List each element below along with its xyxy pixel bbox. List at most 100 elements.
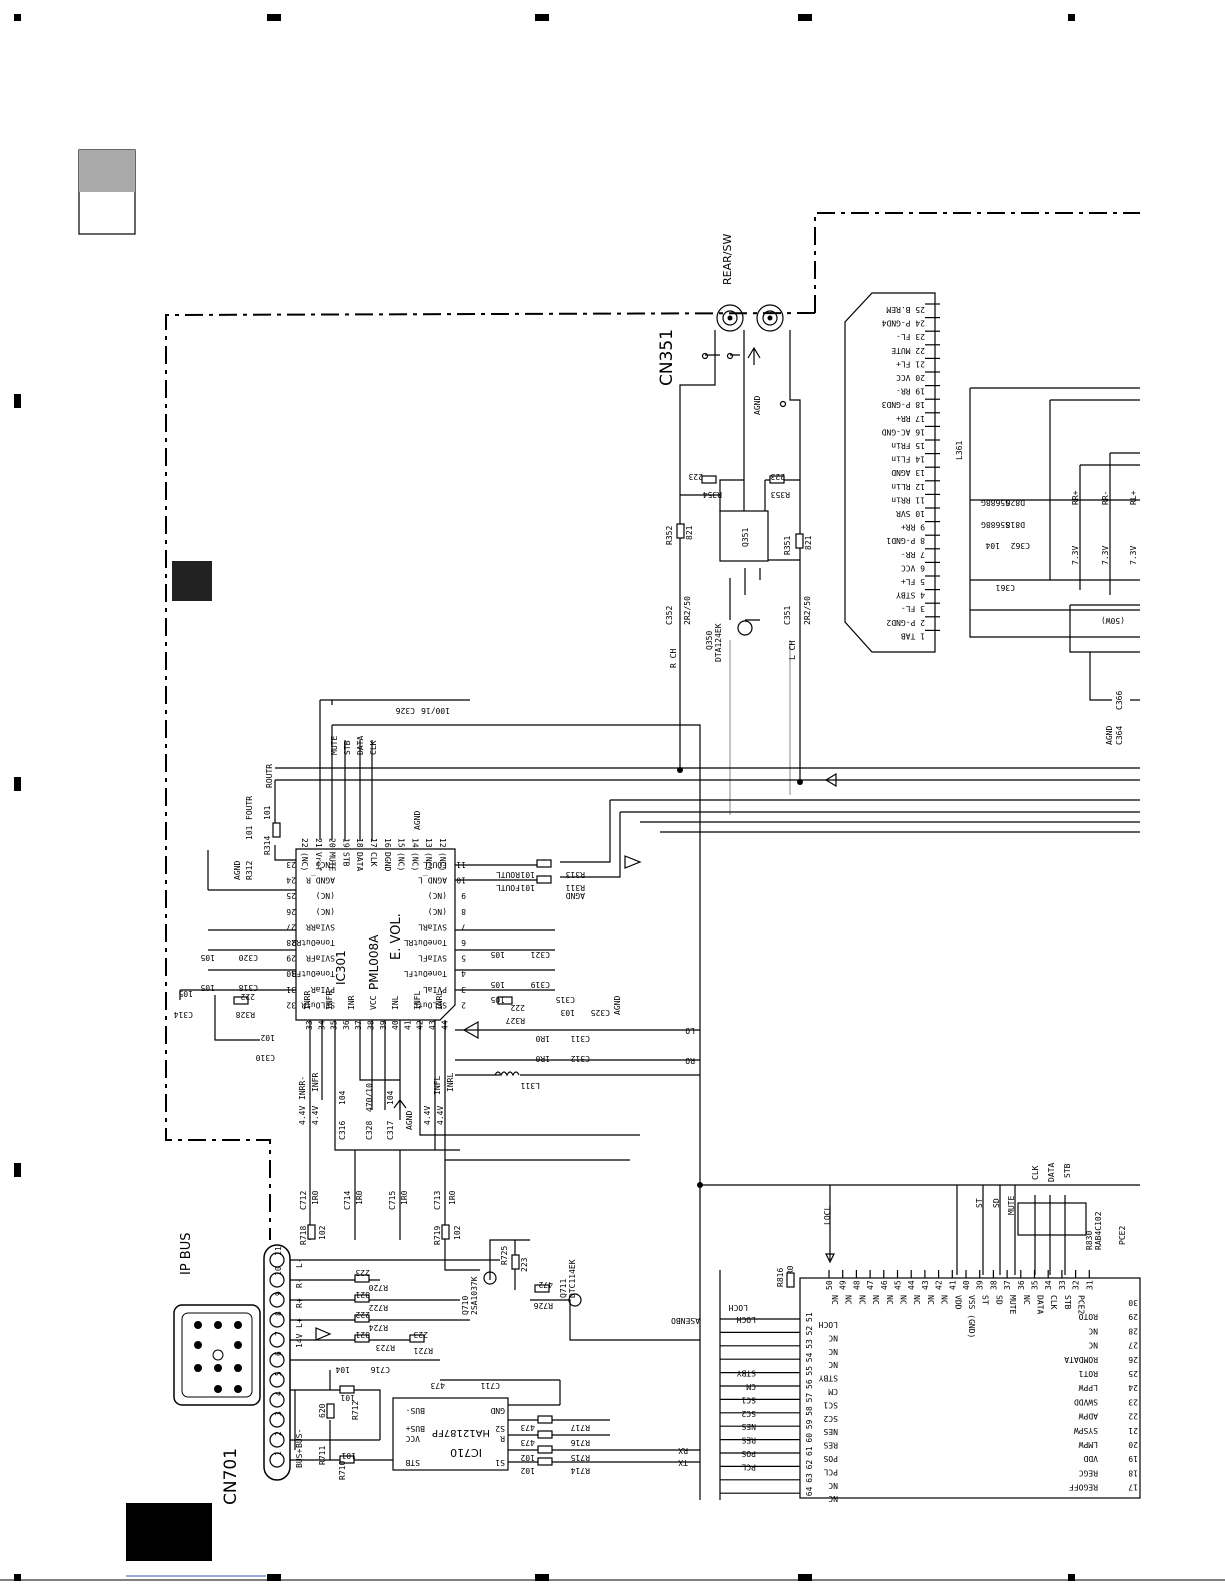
c315-value: 105 xyxy=(490,995,505,1004)
loch-label: LOCH xyxy=(729,1303,748,1312)
q711-part: DTC114EK xyxy=(568,1259,577,1298)
tx-label: TX xyxy=(678,1458,688,1467)
ic301-bottom-pin-num: 41 xyxy=(403,1020,412,1030)
r716-label: R716 xyxy=(571,1438,590,1447)
ic301-left-pin-name: (NC) xyxy=(316,891,335,900)
r712-value: 101 xyxy=(340,1393,355,1402)
mcu-left-pin-num: 55 xyxy=(805,1366,814,1376)
ic301-left-pin-name: PVIaR xyxy=(311,985,335,994)
asenbo-label: ASENBO xyxy=(671,1316,700,1325)
d818-label: D818 xyxy=(1006,520,1025,529)
c364-label: C364 xyxy=(1115,726,1124,745)
mcu-top-pin-name: VDD xyxy=(953,1295,962,1310)
routr-label: ROUTR xyxy=(265,764,274,788)
mcu-left-pin-name: NES xyxy=(823,1427,838,1436)
power-pin-label: 6 VCC xyxy=(901,563,925,572)
mcu-left-pin-name: SC2 xyxy=(823,1414,838,1423)
ic710-pin-vcc: VCC xyxy=(405,1434,420,1443)
mcu-left-pin-net: LOCH xyxy=(737,1315,756,1324)
ic301-top-pin-num: 21 xyxy=(314,838,323,848)
inrr-label: INRR- xyxy=(298,1076,307,1100)
r312-value: 101 xyxy=(245,825,254,840)
ic301-left-pin-num: 28 xyxy=(286,938,296,947)
ic710-label: IC710 xyxy=(450,1446,482,1459)
mcu-left-pin-name: CM xyxy=(828,1387,838,1396)
c321-label: C321 xyxy=(531,950,550,959)
mcu-left-pin-num: 51 xyxy=(805,1312,814,1322)
infr-label: INFR xyxy=(311,1073,320,1092)
power-pin-label: 24 P-GND4 xyxy=(881,319,925,328)
ic301-top-pin-name: (NC) xyxy=(300,852,309,871)
ic301-left-pin-name: ToneOutRR xyxy=(291,938,335,947)
pce2-label: PCE2 xyxy=(1118,1226,1127,1245)
agnd-power-label: AGND xyxy=(1105,726,1114,745)
mcu-bottom-pin-name: ROTO xyxy=(1079,1312,1098,1321)
mcu-top-pin-num: 42 xyxy=(935,1280,944,1290)
r725-value: 223 xyxy=(520,1257,529,1272)
cn701-pin-net: BUS+ xyxy=(295,1449,304,1468)
ic301-top-pin-num: 20 xyxy=(328,838,337,848)
c716-value: 104 xyxy=(335,1365,350,1374)
rl-plus-label: RL+ xyxy=(1129,490,1138,505)
ic301-right-pin-name: SELOutL xyxy=(413,1000,447,1009)
cn701-pin-circle xyxy=(269,1452,285,1468)
power-ic-rating: (50W) xyxy=(1101,616,1125,625)
power-pin-label: 17 RR+ xyxy=(896,414,925,423)
rr-minus-label: RR- xyxy=(1101,491,1110,505)
mcu-left-pin-num: 61 xyxy=(805,1446,814,1456)
ic301-bottom-pin-name: INRL xyxy=(435,991,444,1010)
v44-label-b: 4.4V xyxy=(311,1106,320,1125)
c352-label: C352 xyxy=(665,606,674,625)
c362-label: C362 xyxy=(1011,541,1030,550)
ic301-left-pin-name: SELOutR xyxy=(301,1000,335,1009)
c316-value: 104 xyxy=(338,1090,347,1105)
r328-label: R328 xyxy=(236,1010,255,1019)
mcu-pins: 50NC49NC48NC47NC46NC45NC44NC43NC42NC41VD… xyxy=(720,1270,1138,1503)
mcu-mute-label: MUTE xyxy=(1007,1196,1016,1215)
ic301-bottom-pin-name: INL xyxy=(391,995,400,1010)
mcu-top-pin-num: 50 xyxy=(825,1280,834,1290)
mcu-top-pin-name: NC xyxy=(940,1295,949,1305)
cn701-pin-num: 2 xyxy=(274,1431,283,1436)
mcu-sd-label: SD xyxy=(992,1198,1001,1208)
r718-label: R718 xyxy=(299,1226,308,1245)
ic301-right-pin-name: ToneOutRL xyxy=(403,938,447,947)
c328-label: C328 xyxy=(365,1121,374,1140)
cn701-pin-num: 10 xyxy=(274,1266,283,1276)
c713-label: C713 xyxy=(433,1191,442,1210)
mcu-top-pin-num: 31 xyxy=(1085,1280,1094,1290)
ic710-pin-bus-minus: BUS- xyxy=(406,1406,425,1415)
mcu-top-pin-name: SD xyxy=(994,1295,1003,1305)
mcu-left-pin-net: SC2 xyxy=(741,1409,756,1418)
mcu-bottom-pin-num: 30 xyxy=(1128,1298,1138,1307)
mcu-top-pin-num: 39 xyxy=(976,1280,985,1290)
mcu-bottom-pin-num: 18 xyxy=(1128,1468,1138,1477)
ic301-right-pin-num: 2 xyxy=(461,1000,466,1009)
cn701-label: CN701 xyxy=(221,1448,241,1505)
ic301-left-pin-name: ToneOutFR xyxy=(291,969,335,978)
ic301-top-pin-num: 12 xyxy=(438,838,447,848)
mcu-top-pin-num: 46 xyxy=(880,1280,889,1290)
mcu-top-pin-num: 48 xyxy=(852,1280,861,1290)
cn701-pin-num: 11 xyxy=(274,1246,283,1256)
mcu-left-pin-name: STBY xyxy=(819,1374,838,1383)
mcu-bottom-pin-name: LMPW xyxy=(1079,1440,1098,1449)
c362-value: 104 xyxy=(985,541,1000,550)
mcu-top-pin-name: NC xyxy=(857,1295,866,1305)
c351-label: C351 xyxy=(783,606,792,625)
mcu-bottom-pin-name: REGC xyxy=(1079,1468,1098,1477)
c317-label: C317 xyxy=(386,1121,395,1140)
power-pin-label: 12 RLin xyxy=(891,482,925,491)
cn701-pin-circle xyxy=(269,1432,285,1448)
mcu-top-pin-name: NC xyxy=(871,1295,880,1305)
cn701-pin-circle xyxy=(269,1372,285,1388)
c361-label: C361 xyxy=(996,583,1015,592)
cn701-pin-net: R- xyxy=(295,1278,304,1288)
mcu-bottom-pin-name: SYSPW xyxy=(1074,1426,1098,1435)
power-pin-label: 25 B.REM xyxy=(886,305,925,314)
r314-value: 101 xyxy=(263,805,272,820)
mcu-bottom-pin-num: 19 xyxy=(1128,1454,1138,1463)
cn351-jack-left xyxy=(716,304,744,332)
r726-label: R726 xyxy=(534,1301,553,1310)
